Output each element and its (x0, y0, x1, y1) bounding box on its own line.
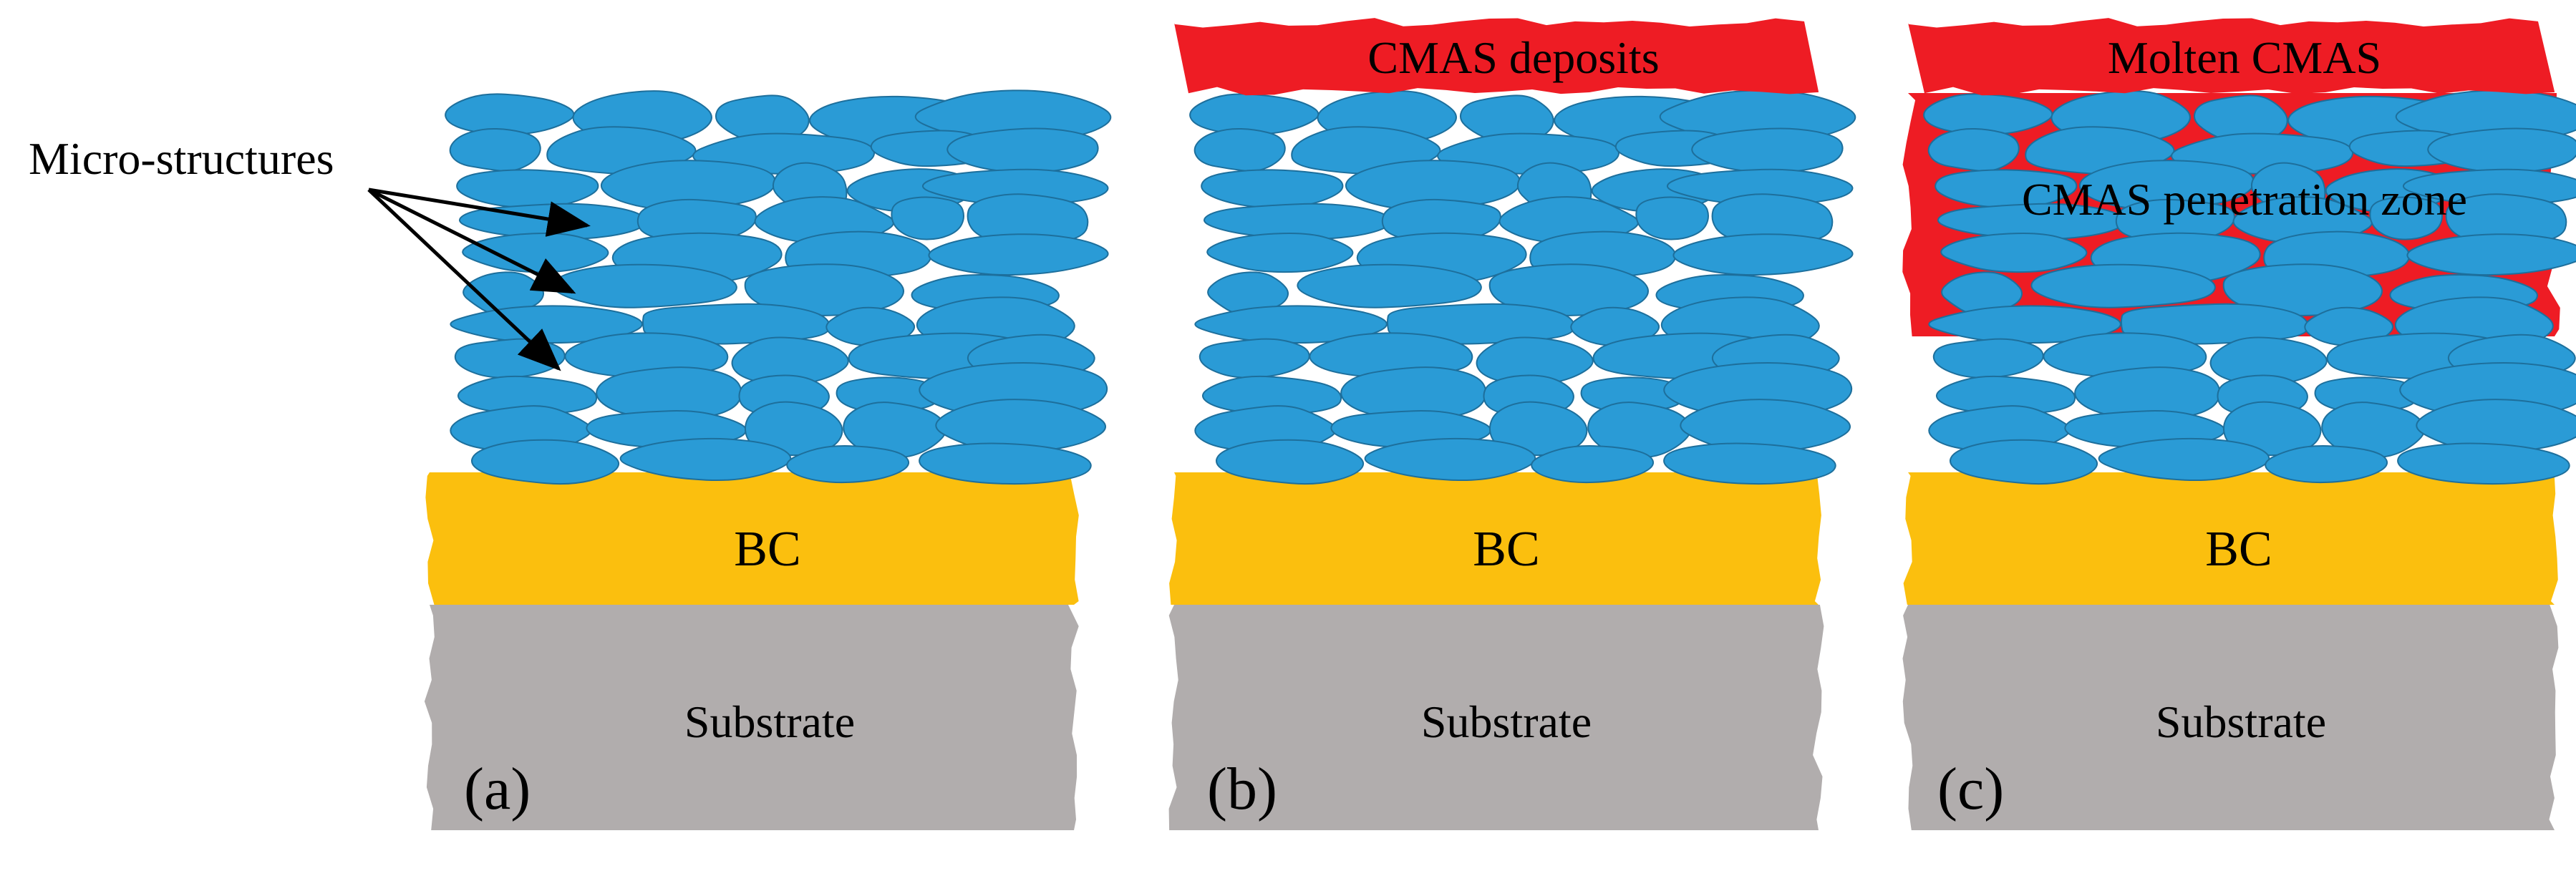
splat (1189, 93, 1320, 135)
splat (1216, 439, 1365, 485)
splat (1199, 338, 1310, 379)
panel-b: CMAS deposits BC Substrate (b) (1168, 18, 1856, 830)
substrate-label: Substrate (1421, 696, 1592, 747)
panel-label: (a) (464, 756, 531, 822)
splat (928, 233, 1109, 276)
bc-label: BC (2205, 522, 2272, 577)
bond-coat-layer (1169, 472, 1821, 605)
top-coat-splats (1189, 89, 1856, 485)
bond-coat-layer (425, 472, 1079, 605)
splat (449, 127, 541, 172)
splat (1201, 169, 1344, 209)
splat (456, 169, 599, 209)
top-coat-splats (1923, 89, 2576, 485)
molten-cmas-label: Molten CMAS (2108, 32, 2381, 83)
splat (471, 439, 620, 485)
bc-label: BC (1473, 522, 1539, 577)
splat (786, 445, 910, 484)
splat (946, 127, 1099, 173)
splat (2098, 437, 2270, 482)
substrate-label: Substrate (684, 696, 855, 747)
splat (1663, 442, 1836, 485)
splat (2397, 442, 2570, 485)
splat (2030, 263, 2216, 308)
splat (2406, 233, 2576, 276)
panel-c: Molten CMAS CMAS penetration zone BC Sub… (1902, 18, 2576, 830)
splat (1932, 338, 2044, 379)
substrate-layer (1902, 605, 2559, 830)
cmas-deposit-layer (1908, 18, 2555, 96)
bond-coat-layer (1903, 472, 2558, 605)
splat (619, 437, 792, 482)
cmas-deposit-layer (1174, 18, 1819, 96)
splat (1297, 263, 1482, 308)
top-coat-splats (445, 89, 1112, 485)
splat (450, 305, 643, 344)
callout-arrow (367, 188, 576, 294)
splat (1206, 232, 1354, 273)
splat (445, 93, 575, 135)
panel-a: BC Substrate (a) (424, 89, 1112, 830)
splat (552, 263, 737, 308)
bc-label: BC (734, 522, 800, 577)
splat (1672, 233, 1854, 276)
substrate-layer (1168, 605, 1824, 830)
splat (1691, 127, 1844, 173)
substrate-label: Substrate (2156, 696, 2326, 747)
splat (1635, 196, 1709, 240)
splat (1928, 305, 2121, 344)
panel-label: (c) (1937, 756, 2004, 822)
splat (1940, 232, 2088, 273)
penetration-zone-label: CMAS penetration zone (2022, 174, 2467, 225)
splat (2265, 445, 2388, 484)
splat (1531, 445, 1655, 484)
splat (1364, 437, 1536, 482)
splat (1193, 127, 1286, 172)
splat (2369, 196, 2443, 240)
micro-structures-label: Micro-structures (29, 133, 334, 184)
splat (1194, 305, 1388, 344)
callout-arrow (368, 188, 591, 237)
splat (1927, 127, 2020, 172)
panel-label: (b) (1207, 756, 1277, 822)
micro-structures-callout: Micro-structures (29, 133, 591, 371)
substrate-layer (424, 605, 1079, 830)
splat (891, 196, 964, 240)
callout-arrow (367, 188, 561, 371)
splat (1950, 439, 2098, 485)
cmas-deposits-label: CMAS deposits (1367, 32, 1659, 83)
splat (462, 232, 609, 273)
splat (919, 442, 1092, 485)
